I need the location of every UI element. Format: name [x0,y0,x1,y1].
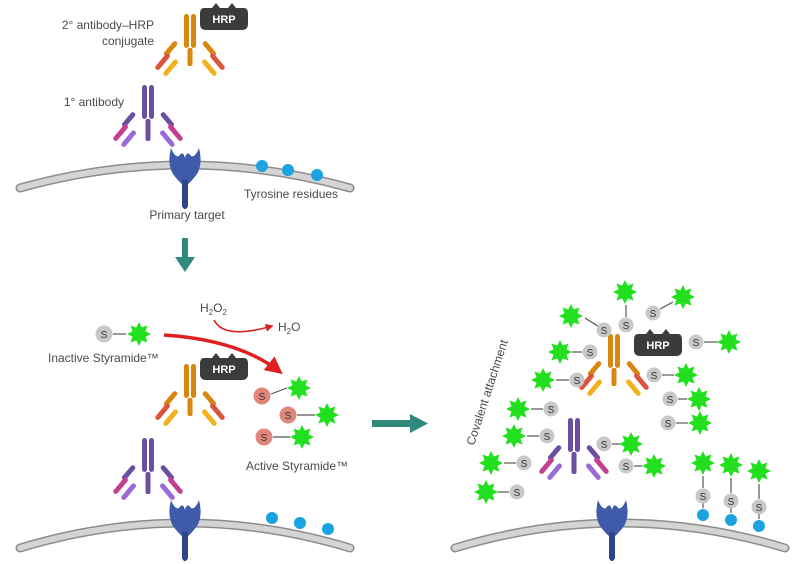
svg-text:S: S [521,459,528,470]
tyrosine-residues-label: Tyrosine residues [244,187,338,201]
tyrosine-residues-top [256,160,323,181]
svg-text:S: S [756,503,763,514]
svg-text:S: S [285,411,292,422]
inactive-styramide: S [95,322,151,346]
panel-right: S S S HRP S S [450,280,790,561]
panel-bottom-left: HRP S Inactive Styramide™ H2O2 H2O S S S [15,301,355,561]
secondary-antibody-label: 2° antibody–HRP [62,18,154,32]
hrp-label-bottom: HRP [212,364,235,376]
svg-text:S: S [623,462,630,473]
active-styramide-label: Active Styramide™ [246,459,348,473]
svg-text:S: S [544,432,551,443]
primary-target-shape-right [596,500,628,561]
active-styramide-group: S S S [253,376,339,449]
svg-text:S: S [601,440,608,451]
antibody-bound-styramide: S S S S S S S [474,280,741,504]
primary-target-shape-top [169,148,201,209]
svg-text:S: S [548,405,555,416]
tyrosine-residues-right [697,509,765,532]
hrp-label-right: HRP [646,340,669,352]
svg-text:S: S [700,492,707,503]
svg-text:S: S [587,348,594,359]
svg-text:S: S [650,309,657,320]
h2o2-label: H2O2 [200,301,227,317]
primary-antibody-label: 1° antibody [64,95,124,109]
svg-text:S: S [665,419,672,430]
activation-arrow [163,333,283,375]
svg-text:S: S [623,321,630,332]
covalent-attachment-label: Covalent attachment [464,337,512,447]
svg-text:S: S [667,395,674,406]
inactive-styramide-label: Inactive Styramide™ [48,351,159,365]
svg-text:S: S [101,330,108,341]
svg-text:S: S [574,376,581,387]
secondary-antibody-label-line2: conjugate [102,34,154,48]
membrane-bound-styramide: S S S [691,451,771,519]
down-arrow [175,238,195,272]
right-arrow [372,414,428,433]
hrp-label-top: HRP [212,14,235,26]
svg-text:S: S [728,497,735,508]
h2o2-conversion-arrow [213,319,274,333]
svg-text:S: S [693,338,700,349]
svg-text:S: S [514,488,521,499]
h2o-label: H2O [278,320,300,336]
tyrosine-residues-bottom-left [266,512,334,535]
panel-top: HRP 2° antibody–HRP conjugate 1° antibod… [15,3,355,222]
primary-target-label: Primary target [149,208,225,222]
svg-text:S: S [651,371,658,382]
svg-text:S: S [261,433,268,444]
primary-target-shape-bottom [169,500,201,561]
svg-text:S: S [601,326,608,337]
primary-antibody-bottom [111,437,185,502]
svg-text:S: S [259,392,266,403]
